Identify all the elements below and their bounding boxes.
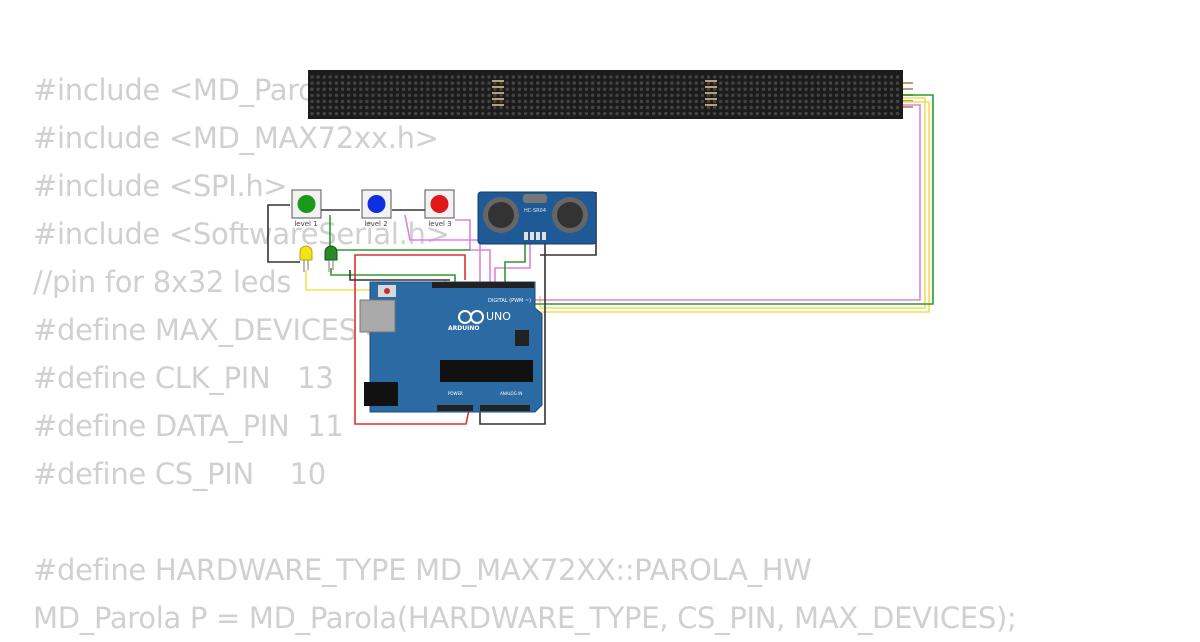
matrix-connector-pins	[492, 80, 913, 108]
code-line: //pin for 8x32 leds	[33, 265, 292, 299]
button-cap-green	[297, 195, 316, 213]
code-line: #include <SPI.h>	[33, 169, 288, 203]
code-line: #define DATA_PIN 11	[33, 409, 344, 443]
code-line: #include <SoftwareSerial.h>	[33, 217, 450, 251]
arduino-brand: ARDUINO	[448, 325, 479, 332]
pushbutton-level-3[interactable]: level 3	[424, 189, 455, 228]
code-line: #define MAX_DEVICES 4	[33, 313, 384, 347]
sensor-label: HC-SR04	[524, 208, 546, 214]
analog-label: ANALOG IN	[500, 391, 522, 396]
sensor-pins	[524, 232, 546, 240]
atmega-chip	[440, 360, 533, 382]
button-label-2: level 2	[364, 220, 387, 228]
power-header	[437, 405, 473, 411]
infinity-logo-right	[470, 310, 484, 324]
button-label-3: level 3	[428, 220, 451, 228]
arduino-uno-board[interactable]: UNO ARDUINO DIGITAL (PWM ~) POWER ANALOG…	[359, 281, 543, 413]
ultrasonic-sensor[interactable]: HC-SR04	[477, 191, 597, 245]
button-cap-red	[430, 195, 449, 213]
wire-led-green	[330, 268, 456, 285]
sensor-crystal	[523, 194, 547, 203]
led-green[interactable]	[324, 245, 338, 272]
wire-sensor-pink	[494, 238, 531, 285]
code-line: #include <MD_MAX72xx.h>	[33, 121, 439, 155]
arduino-uno-logo: UNO	[486, 310, 511, 323]
code-line: #define CS_PIN 10	[33, 457, 326, 491]
digital-header	[432, 282, 534, 288]
code-line: #define CLK_PIN 13	[33, 361, 334, 395]
wire-btn2-pink	[404, 214, 481, 285]
button-label-1: level 1	[294, 220, 317, 228]
code-line: MD_Parola P = MD_Parola(HARDWARE_TYPE, C…	[33, 601, 1017, 635]
wire-button-ground	[267, 204, 300, 263]
wire-red-5v	[354, 254, 471, 425]
wire-sensor-green	[504, 238, 526, 285]
usb-connector	[359, 299, 396, 333]
analog-header	[480, 405, 530, 411]
code-line: #define HARDWARE_TYPE MD_MAX72XX::PAROLA…	[33, 553, 812, 587]
led-yellow[interactable]	[299, 245, 313, 272]
wires	[267, 94, 934, 425]
button-cap-blue	[367, 195, 386, 213]
power-label: POWER	[448, 391, 463, 396]
pushbutton-level-1[interactable]: level 1	[291, 189, 322, 228]
power-jack	[364, 382, 398, 406]
wire-led-gnd	[349, 270, 450, 281]
led-matrix-display[interactable]	[308, 70, 913, 119]
digital-label: DIGITAL (PWM ~)	[488, 298, 531, 304]
wire-matrix-yellow	[539, 97, 926, 309]
pushbutton-level-2[interactable]: level 2	[361, 189, 392, 228]
wire-sensor-gnd	[479, 238, 546, 425]
icsp-header	[515, 330, 529, 346]
